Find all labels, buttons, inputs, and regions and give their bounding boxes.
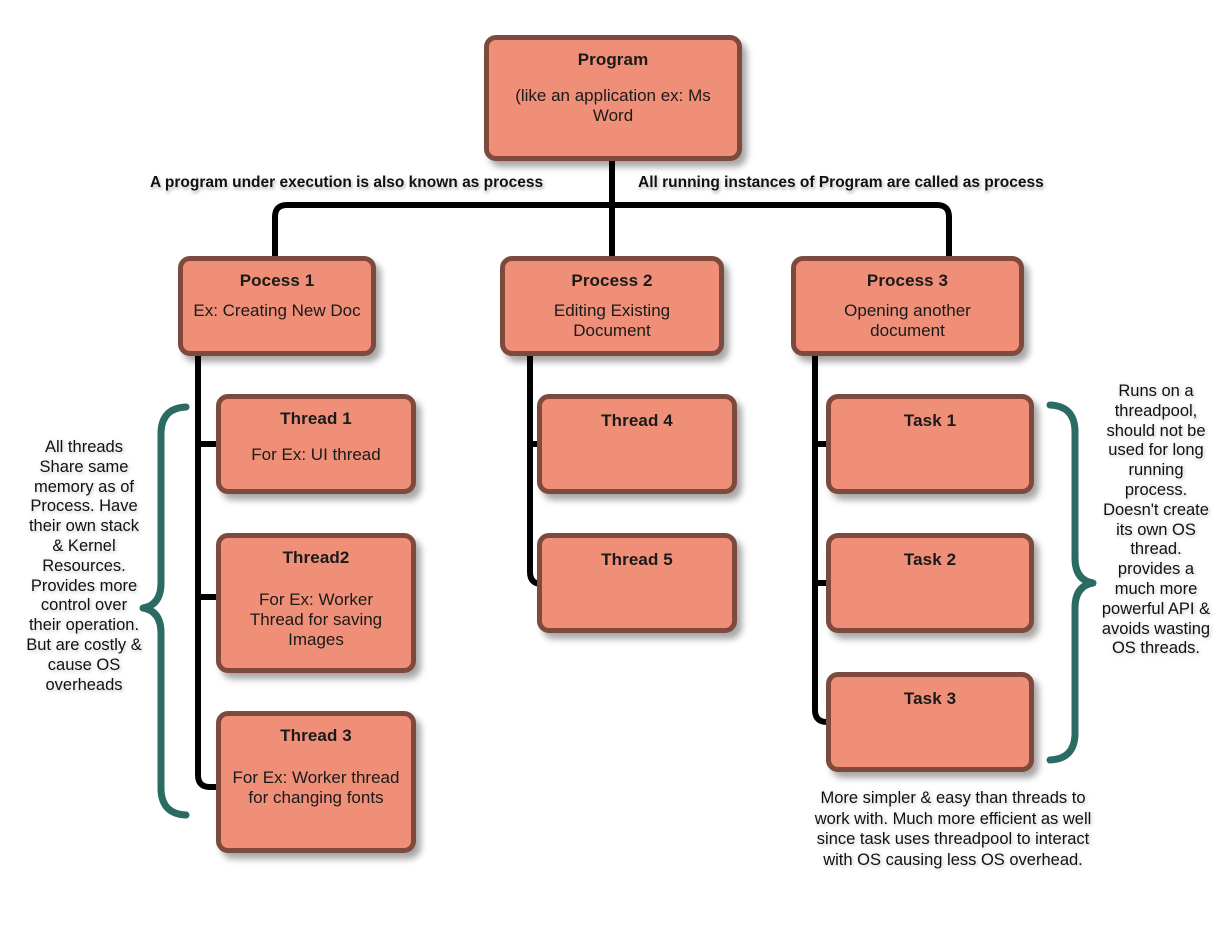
node-task-2-title: Task 2 (903, 550, 957, 569)
edge-label-right: All running instances of Program are cal… (638, 174, 1044, 191)
node-thread-4[interactable]: Thread 4 (537, 394, 737, 494)
node-program-title: Program (577, 50, 649, 69)
node-process-1-title: Pocess 1 (239, 271, 315, 290)
node-thread-2[interactable]: Thread2 For Ex: Worker Thread for saving… (216, 533, 416, 673)
node-process-2-body: Editing Existing Document (553, 300, 671, 340)
node-thread-5[interactable]: Thread 5 (537, 533, 737, 633)
node-process-3-title: Process 3 (866, 271, 949, 290)
node-thread-2-body: For Ex: Worker Thread for saving Images (249, 589, 383, 649)
node-process-1[interactable]: Pocess 1 Ex: Creating New Doc (178, 256, 376, 356)
node-thread-1-body: For Ex: UI thread (251, 444, 381, 464)
node-task-3-title: Task 3 (903, 689, 957, 708)
node-process-3-body: Opening another document (844, 300, 971, 340)
left-brace (139, 403, 190, 819)
node-task-3[interactable]: Task 3 (826, 672, 1034, 772)
node-thread-3-title: Thread 3 (280, 726, 352, 745)
edge-label-left: A program under execution is also known … (150, 174, 544, 191)
node-task-1[interactable]: Task 1 (826, 394, 1034, 494)
node-thread-3-body: For Ex: Worker thread for changing fonts (232, 767, 400, 807)
node-program[interactable]: Program (like an application ex: Ms Word (484, 35, 742, 161)
node-thread-1-title: Thread 1 (280, 409, 352, 428)
right-brace (1046, 401, 1097, 764)
node-task-1-title: Task 1 (903, 411, 957, 430)
node-task-2[interactable]: Task 2 (826, 533, 1034, 633)
node-process-1-body: Ex: Creating New Doc (193, 300, 361, 320)
node-thread-2-title: Thread2 (282, 548, 350, 567)
node-thread-1[interactable]: Thread 1 For Ex: UI thread (216, 394, 416, 494)
note-threads: All threads Share same memory as of Proc… (26, 438, 142, 694)
node-program-body: (like an application ex: Ms Word (515, 85, 711, 125)
node-process-2[interactable]: Process 2 Editing Existing Document (500, 256, 724, 356)
wire-bus (272, 202, 952, 258)
node-thread-5-title: Thread 5 (601, 550, 673, 569)
note-tasks: Runs on a threadpool, should not be used… (1101, 382, 1211, 658)
node-thread-3[interactable]: Thread 3 For Ex: Worker thread for chang… (216, 711, 416, 853)
note-tasks-bottom: More simpler & easy than threads to work… (814, 789, 1092, 869)
node-process-3[interactable]: Process 3 Opening another document (791, 256, 1024, 356)
node-process-2-title: Process 2 (571, 271, 653, 290)
node-thread-4-title: Thread 4 (601, 411, 673, 430)
